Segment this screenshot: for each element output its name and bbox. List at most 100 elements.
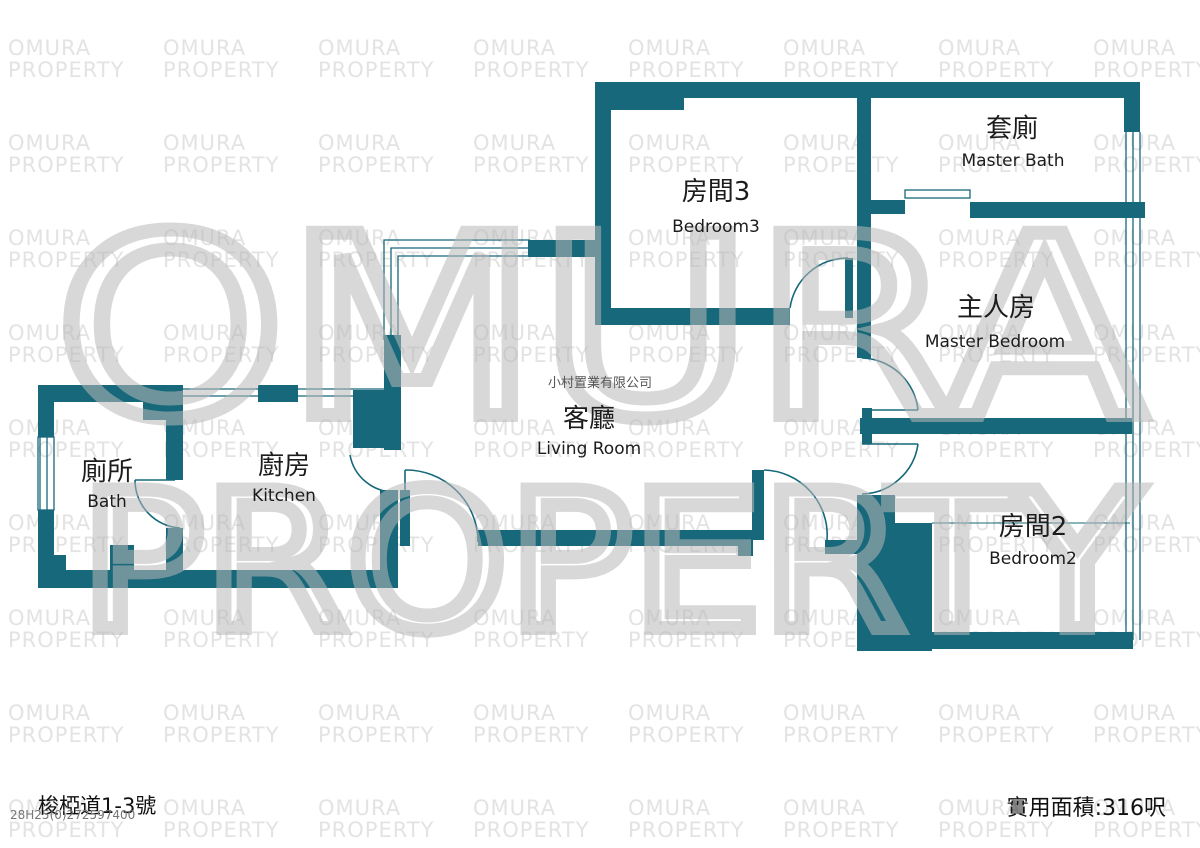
wall (380, 490, 398, 588)
watermark-tile-line1: OMURA (1093, 701, 1176, 725)
master-bath-label-zh: 套廁 (986, 114, 1038, 144)
watermark-tile-line2: PROPERTY (163, 153, 279, 177)
watermark-tile-line2: PROPERTY (783, 438, 899, 462)
living-room-label-zh: 客廳 (563, 404, 615, 434)
wall (595, 82, 611, 325)
watermark-tile-line1: OMURA (938, 606, 1021, 630)
wall (845, 258, 853, 318)
watermark-tile-line2: PROPERTY (938, 438, 1054, 462)
wall (38, 385, 183, 402)
watermark-tile-line2: PROPERTY (8, 438, 124, 462)
saleable-area: 實用面積:316呎 (1006, 796, 1166, 821)
watermark-tile-line2: PROPERTY (938, 153, 1054, 177)
watermark-tile-line2: PROPERTY (783, 818, 899, 842)
watermark-tile-line1: OMURA (318, 226, 401, 250)
watermark-tile-line2: PROPERTY (1093, 248, 1200, 272)
watermark-tile-line1: OMURA (8, 36, 91, 60)
watermark-tile-line1: OMURA (783, 226, 866, 250)
watermark-tile-line2: PROPERTY (628, 628, 744, 652)
master-bedroom-label-en: Master Bedroom (925, 332, 1065, 352)
watermark-tile-line2: PROPERTY (8, 628, 124, 652)
watermark-tile-line1: OMURA (163, 796, 246, 820)
watermark-tile-line1: OMURA (1093, 131, 1176, 155)
watermark-tile-line1: OMURA (8, 131, 91, 155)
address: 梭椏道1-3號 (38, 794, 157, 818)
watermark-tile-line2: PROPERTY (473, 818, 589, 842)
watermark-tile-line1: OMURA (163, 131, 246, 155)
door-swing (861, 357, 919, 411)
watermark-tile-line1: OMURA (318, 796, 401, 820)
watermark-tile-line2: PROPERTY (628, 438, 744, 462)
watermark-tile-line1: OMURA (938, 131, 1021, 155)
wall (166, 402, 183, 480)
watermark-tile-line2: PROPERTY (938, 723, 1054, 747)
wall (595, 308, 790, 325)
watermark-tile-line2: PROPERTY (473, 723, 589, 747)
watermark-tile-line1: OMURA (783, 36, 866, 60)
watermark-tile-line2: PROPERTY (1093, 153, 1200, 177)
wall (528, 240, 598, 257)
wall (825, 540, 859, 554)
wall (478, 530, 753, 546)
door-swing (789, 257, 849, 309)
watermark-tile-line2: PROPERTY (163, 248, 279, 272)
watermark-tile-line1: OMURA (783, 416, 866, 440)
master-bath-label-en: Master Bath (962, 151, 1065, 171)
watermark-tile-line1: OMURA (783, 701, 866, 725)
watermark-tile-line2: PROPERTY (628, 248, 744, 272)
watermark-tile-line1: OMURA (163, 606, 246, 630)
watermark-tile-line2: PROPERTY (163, 723, 279, 747)
watermark-tile-line1: OMURA (8, 701, 91, 725)
watermark-tile-line1: OMURA (473, 416, 556, 440)
door-swing (349, 454, 396, 493)
watermark-tile-line1: OMURA (628, 416, 711, 440)
watermark-tile-line2: PROPERTY (938, 818, 1054, 842)
watermark-tile-line1: OMURA (318, 36, 401, 60)
watermark-line2: PROPERTY (80, 452, 1141, 673)
watermark-tile-line1: OMURA (318, 131, 401, 155)
watermark-tile-line1: OMURA (628, 36, 711, 60)
watermark-tile-line2: PROPERTY (318, 153, 434, 177)
walls (38, 82, 1145, 651)
watermark-tile-line1: OMURA (473, 796, 556, 820)
master-bedroom-label-zh: 主人房 (957, 293, 1035, 323)
wall (857, 495, 895, 651)
watermark-tile-line2: PROPERTY (628, 58, 744, 82)
wall (1124, 82, 1140, 132)
watermark-tile-line2: PROPERTY (938, 248, 1054, 272)
watermark-tile-line1: OMURA (938, 796, 1021, 820)
watermark-tile-line1: OMURA (473, 321, 556, 345)
wall (38, 570, 398, 588)
wall (38, 510, 54, 588)
watermark-tile-line2: PROPERTY (783, 248, 899, 272)
wall (611, 98, 684, 110)
watermark-tile-line2: PROPERTY (783, 58, 899, 82)
watermark-tile-line2: PROPERTY (8, 723, 124, 747)
watermark-tile-line1: OMURA (163, 226, 246, 250)
watermark-tile-line1: OMURA (1093, 321, 1176, 345)
wall (353, 390, 398, 448)
watermark-tile-line2: PROPERTY (163, 628, 279, 652)
watermark-tile-line2: PROPERTY (628, 818, 744, 842)
watermark-line1: OMURA (55, 183, 1145, 474)
watermark-tile-line1: OMURA (163, 321, 246, 345)
watermark-tile-line1: OMURA (473, 606, 556, 630)
watermark-tile-line2: PROPERTY (8, 343, 124, 367)
watermark-tile-line1: OMURA (938, 226, 1021, 250)
watermark-tile-line2: PROPERTY (318, 58, 434, 82)
bedroom3-label-en: Bedroom3 (672, 217, 760, 237)
wall (890, 523, 932, 651)
kitchen-label-en: Kitchen (252, 486, 316, 506)
watermark-tile-line2: PROPERTY (473, 628, 589, 652)
window (390, 247, 530, 340)
watermark-tile-line1: OMURA (8, 321, 91, 345)
watermark-tile-line1: OMURA (8, 226, 91, 250)
wall (166, 528, 183, 588)
watermark-tile-line1: OMURA (1093, 606, 1176, 630)
watermark-tile-line2: PROPERTY (163, 343, 279, 367)
watermark-tile-line2: PROPERTY (8, 533, 124, 557)
wall (54, 555, 66, 573)
watermark-tile-line2: PROPERTY (783, 723, 899, 747)
door-swing (134, 479, 181, 529)
